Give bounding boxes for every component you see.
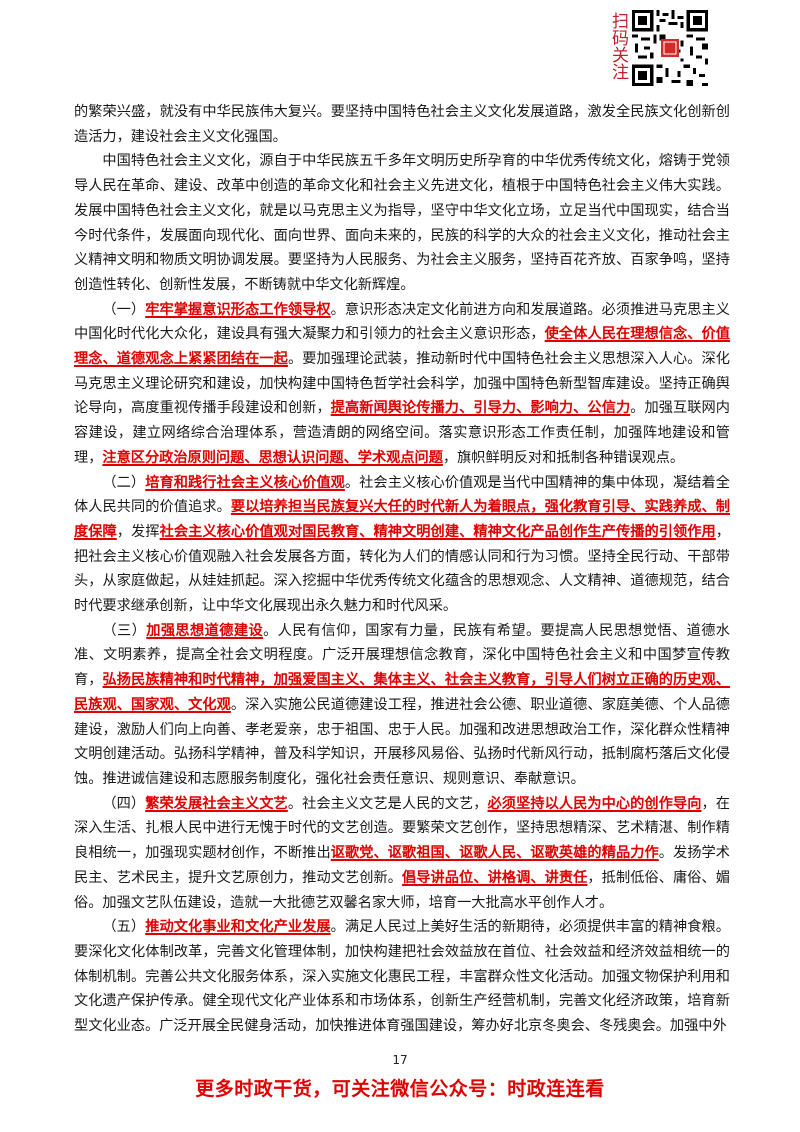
paragraph-ideology-leadership: （一）牢牢掌握意识形态工作领导权。意识形态决定文化前进方向和发展道路。必须推进马…: [74, 301, 730, 466]
paragraph-culture-overview: 中国特色社会主义文化，源自于中华民族五千多年文明历史所孕育的中华优秀传统文化，熔…: [74, 153, 730, 293]
footer-promo: 更多时政干货，可关注微信公众号：时政连连看: [195, 1078, 605, 1100]
paragraph-core-values: （二）培育和践行社会主义核心价值观。社会主义核心价值观是当代中国精神的集中体现，…: [74, 474, 730, 615]
page-number: 17: [392, 1053, 408, 1067]
highlight-text: 弘扬民族精神和时代精神，加强爱国主义、集体主义、社会主义教育，引导人们树立正确的…: [74, 672, 730, 713]
scan-to-follow-label: 扫码关注: [608, 12, 628, 80]
highlight-text: 倡导讲品位、讲格调、讲责任: [402, 869, 588, 886]
highlight-text: 要以培养担当民族复兴大任的时代新人为着眼点，强化教育引导、实践养成、制度保障: [74, 499, 730, 540]
paragraph-intro-continuation: 的繁荣兴盛，就没有中华民族伟大复兴。要坚持中国特色社会主义文化发展道路，激发全民…: [74, 104, 730, 145]
paragraph-moral-construction: （三）加强思想道德建设。人民有信仰，国家有力量，民族有希望。要提高人民思想觉悟、…: [74, 622, 730, 787]
highlight-text: 使全体人民在理想信念、价值理念、道德观念上紧紧团结在一起: [74, 326, 730, 368]
qr-code-image: [632, 10, 708, 86]
paragraph-cultural-industry: （五）推动文化事业和文化产业发展。满足人民过上美好生活的新期待，必须提供丰富的精…: [74, 919, 730, 1035]
highlight-text: 必须坚持以人民为中心的创作导向: [487, 795, 702, 812]
highlight-text: 培育和践行社会主义核心价值观: [145, 474, 345, 491]
highlight-text: 繁荣发展社会主义文艺: [145, 795, 288, 812]
qr-code-block: 扫码关注: [608, 10, 728, 90]
highlight-text: 注意区分政治原则问题、思想认识问题、学术观点问题: [102, 449, 443, 466]
paragraph-literature-arts: （四）繁荣发展社会主义文艺。社会主义文艺是人民的文艺，必须坚持以人民为中心的创作…: [74, 795, 730, 911]
highlight-text: 牢牢掌握意识形态工作领导权: [145, 301, 331, 318]
highlight-text: 讴歌党、讴歌祖国、讴歌人民、讴歌英雄的精品力作: [330, 845, 659, 862]
document-body: 的繁荣兴盛，就没有中华民族伟大复兴。要坚持中国特色社会主义文化发展道路，激发全民…: [74, 100, 730, 1039]
highlight-text: 推动文化事业和文化产业发展: [145, 919, 331, 936]
highlight-text: 提高新闻舆论传播力、引导力、影响力、公信力: [330, 400, 631, 417]
highlight-text: 社会主义核心价值观对国民教育、精神文明创建、精神文化产品创作生产传播的引领作用: [159, 523, 716, 540]
highlight-text: 加强思想道德建设: [146, 622, 264, 639]
